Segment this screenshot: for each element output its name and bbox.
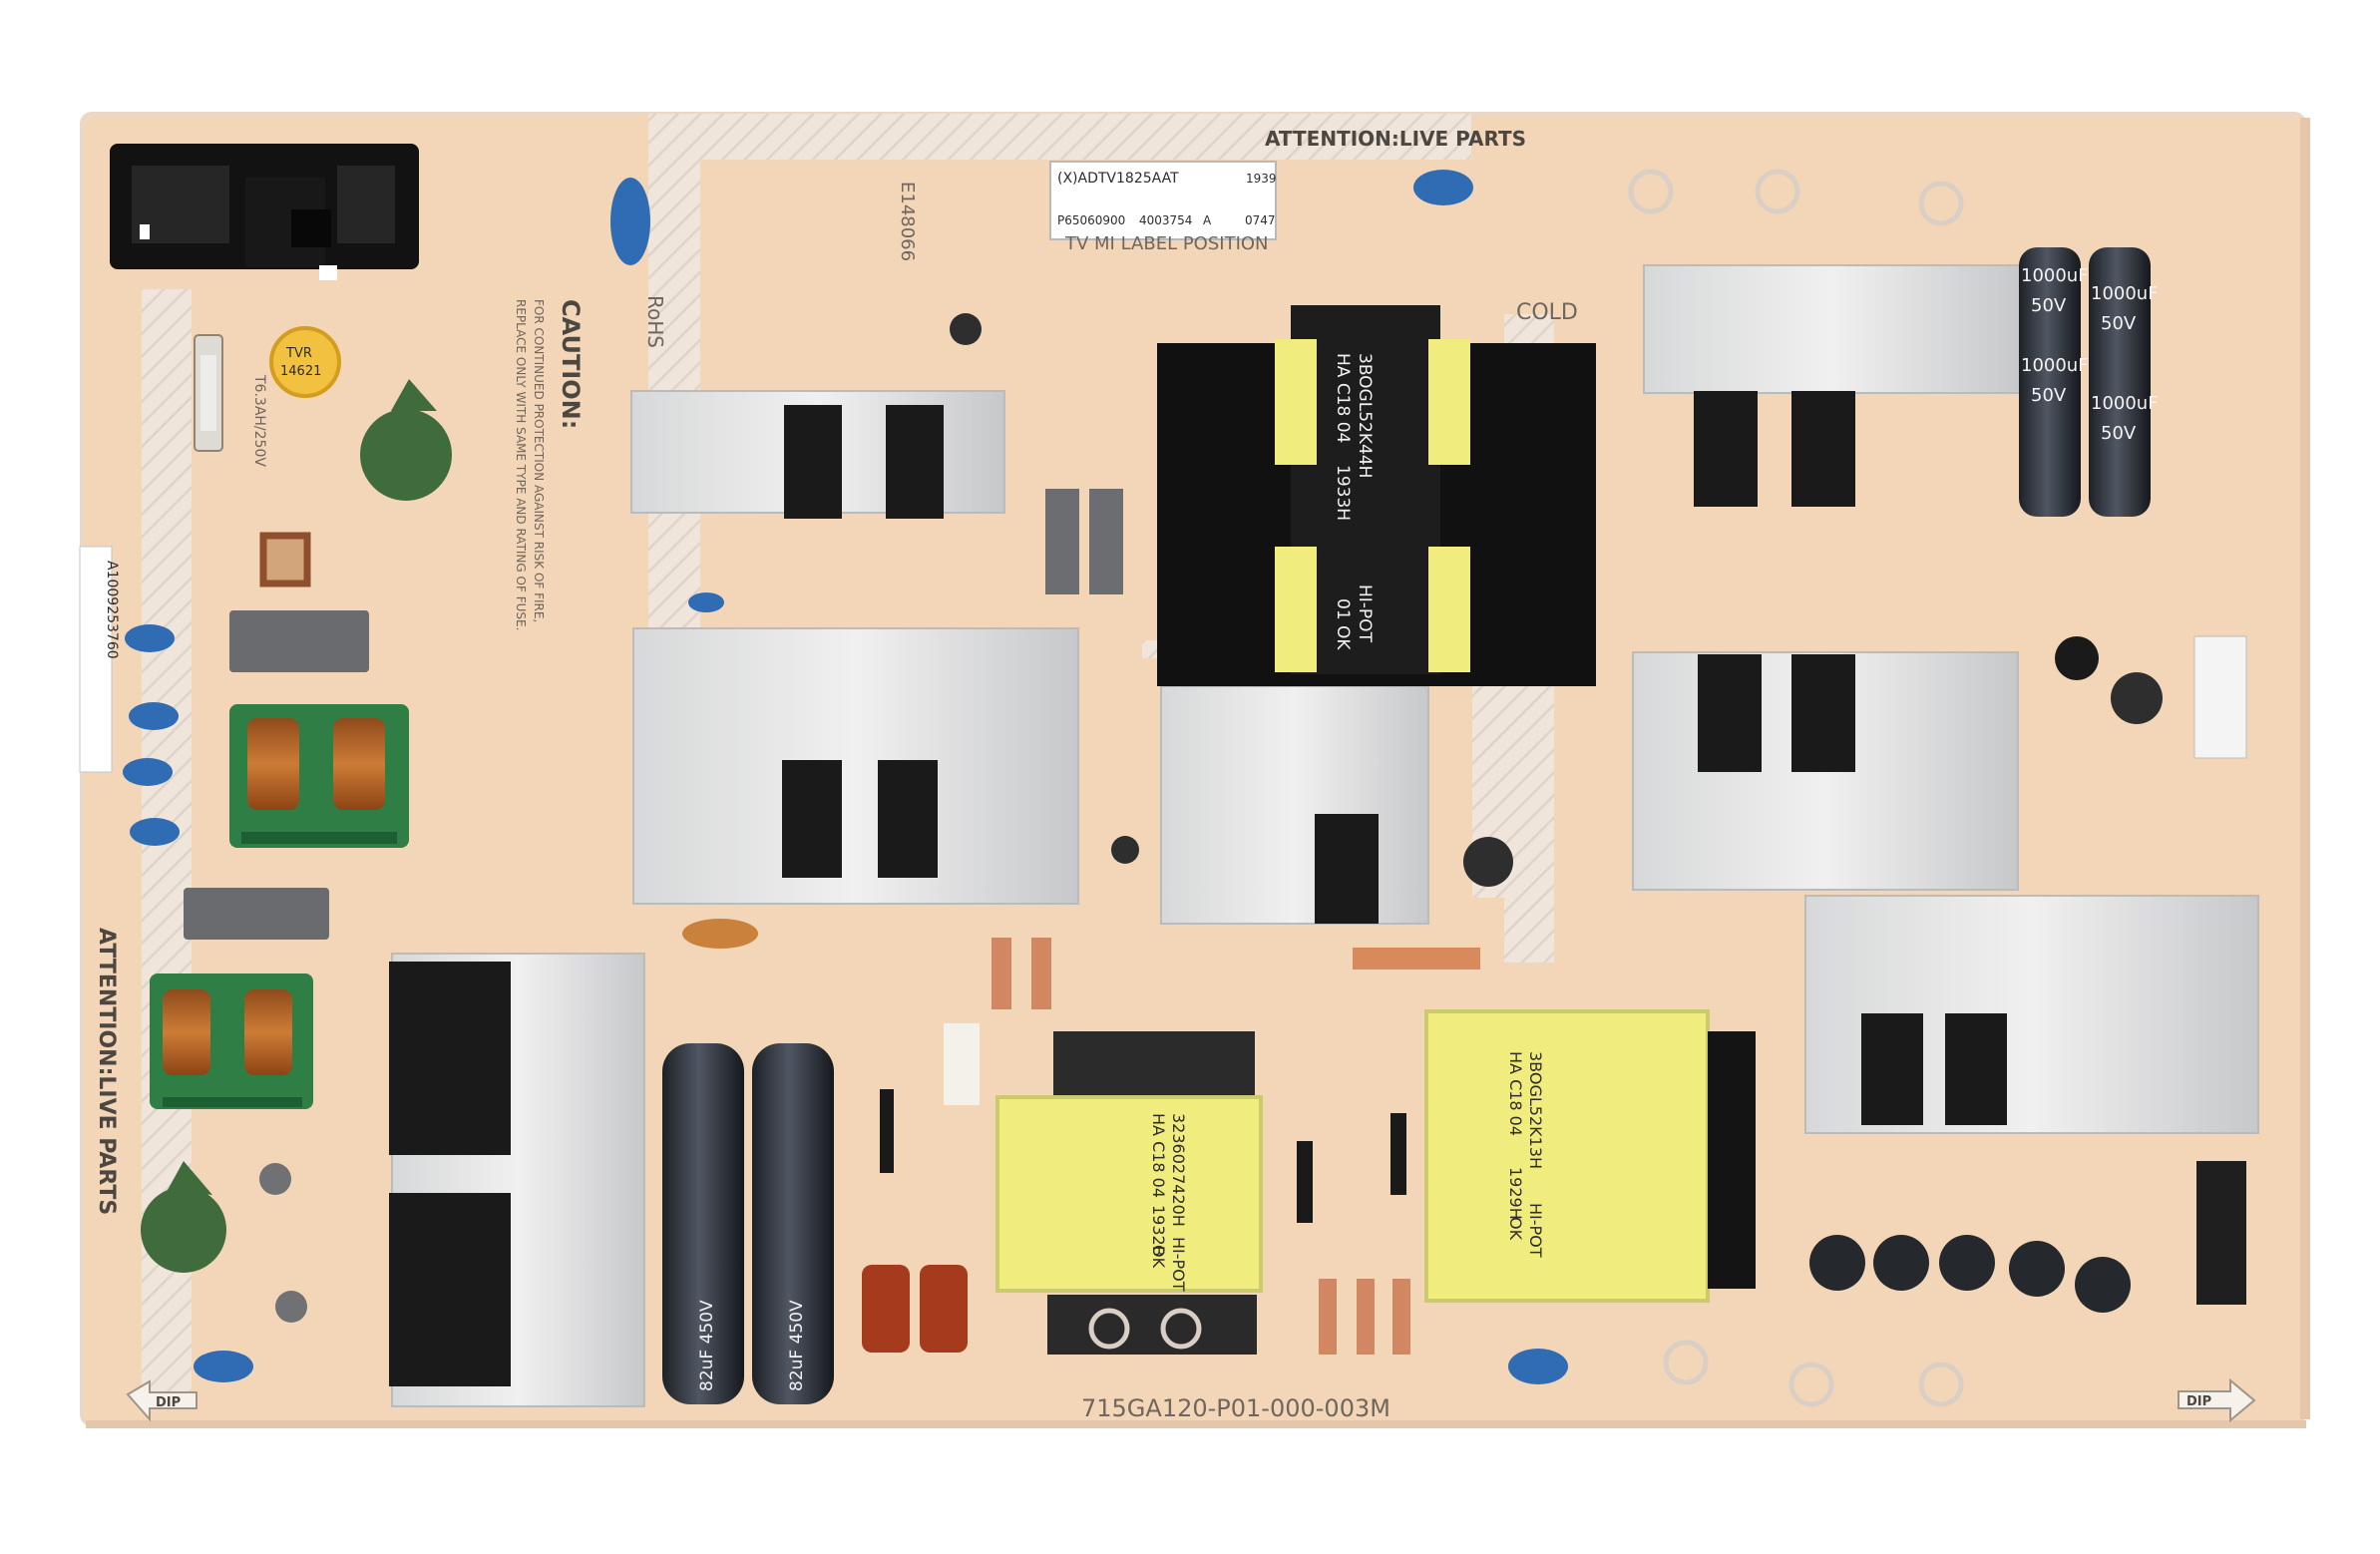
main-transformer-label: 3BOGL52K44H HA C18 04 1933H HI-POT 01 OK xyxy=(1333,353,1375,650)
tvr-varistor xyxy=(269,326,341,398)
y-cap-6 xyxy=(130,818,180,846)
top-attention-label: ATTENTION:LIVE PARTS xyxy=(1265,127,1526,151)
y-cap-1 xyxy=(610,178,650,265)
choke-small xyxy=(259,532,311,587)
svg-text:3BOGL52K44H: 3BOGL52K44H xyxy=(1355,353,1375,478)
fuse-body xyxy=(200,355,216,431)
bulk-cap-right-label: 82uF 450V xyxy=(787,1300,807,1391)
mi-label-line1-left: (X)ADTV1825AAT xyxy=(1057,171,1179,187)
mi-label-line1-right: 1939 xyxy=(1246,172,1277,186)
svg-text:HI-POT: HI-POT xyxy=(1526,1203,1545,1258)
svg-text:HA C18 04: HA C18 04 xyxy=(1333,353,1353,443)
y-cap-8 xyxy=(1508,1349,1568,1384)
bulk-cap-left-label: 82uF 450V xyxy=(697,1300,717,1391)
tvr-line2: 14621 xyxy=(280,364,321,379)
y-cap-4 xyxy=(129,702,179,730)
dip-right-arrow xyxy=(2178,1377,2256,1423)
y-cap-2 xyxy=(1413,170,1473,205)
cap-label-8: 50V xyxy=(2101,423,2137,444)
mi-label-line2-a: P65060900 xyxy=(1057,213,1125,227)
svg-text:01 OK: 01 OK xyxy=(1333,598,1353,650)
standby-transformer-label: 3236027420H HA C18 04 1932B HI-POT OK xyxy=(1149,1113,1188,1292)
rohs-logo-text: RoHS xyxy=(643,295,667,348)
svg-text:HI-POT: HI-POT xyxy=(1355,584,1375,643)
caution-line-1: FOR CONTINUED PROTECTION AGAINST RISK OF… xyxy=(532,299,546,622)
fuse-rating-label: T6.3AH/250V xyxy=(251,374,267,467)
svg-text:OK: OK xyxy=(1506,1217,1525,1241)
isolation-strip-top xyxy=(653,114,1471,160)
y-cap-7 xyxy=(194,1351,253,1382)
output-transformer-label: 3BOGL52K13H HA C18 04 1929H HI-POT OK xyxy=(1506,1051,1545,1258)
caution-title: CAUTION: xyxy=(557,299,585,429)
y-capacitors xyxy=(123,170,1568,1384)
board-shadow-bottom xyxy=(86,1420,2306,1428)
mi-label-line2-c: A xyxy=(1203,213,1212,227)
svg-text:HI-POT: HI-POT xyxy=(1169,1237,1188,1292)
standby-transformer xyxy=(995,1031,1263,1355)
mi-label-box xyxy=(1049,161,1277,240)
cap-label-4: 50V xyxy=(2031,385,2067,406)
left-attention-label: ATTENTION:LIVE PARTS xyxy=(94,928,119,1215)
cap-label-6: 50V xyxy=(2101,313,2137,334)
isolation-strip-vertical-a xyxy=(648,114,700,632)
common-mode-choke-bottom xyxy=(150,973,313,1109)
bulk-cap-left xyxy=(662,1043,744,1404)
tvr-line1: TVR xyxy=(285,346,312,361)
green-thermistor-bottom xyxy=(141,1187,226,1273)
common-mode-choke-top xyxy=(229,704,409,848)
cap-label-7: 1000uF xyxy=(2091,393,2159,414)
right-connector-top xyxy=(2193,635,2247,759)
to220-devices xyxy=(389,391,2007,1386)
board-shadow-right xyxy=(2300,118,2310,1419)
ac-inlet xyxy=(110,144,419,280)
electrolytic-cap-2 xyxy=(2089,247,2151,517)
e-number-text: E148066 xyxy=(897,182,918,261)
x-capacitor-a xyxy=(229,610,369,672)
mi-label-position: TV MI LABEL POSITION xyxy=(1064,233,1269,254)
svg-text:3236027420H: 3236027420H xyxy=(1169,1113,1188,1227)
right-connector-bottom xyxy=(2196,1161,2246,1305)
left-serial-sticker-text: A1009253760 xyxy=(104,561,120,659)
cap-label-5: 1000uF xyxy=(2091,283,2159,304)
svg-text:1932B: 1932B xyxy=(1149,1205,1168,1257)
green-thermistor-leg xyxy=(391,379,437,411)
mounting-holes xyxy=(1088,169,1964,1407)
svg-text:OK: OK xyxy=(1149,1245,1168,1269)
main-transformer xyxy=(1157,305,1596,686)
heatsink-mid-left xyxy=(632,627,1079,905)
mi-label-line2-d: 0747 xyxy=(1245,213,1276,227)
caution-text-block: CAUTION: FOR CONTINUED PROTECTION AGAINS… xyxy=(514,299,585,630)
y-cap-5 xyxy=(123,758,173,786)
heatsink-top-right xyxy=(1643,264,2022,394)
heatsink-mid-center xyxy=(1160,685,1429,925)
electrolytic-cap-1 xyxy=(2019,247,2081,517)
y-cap-3 xyxy=(125,624,175,652)
svg-text:ATTENTION:LIVE PARTS: ATTENTION:LIVE PARTS xyxy=(94,928,119,1215)
y-cap-9 xyxy=(688,592,724,612)
cap-label-3: 1000uF xyxy=(2021,355,2089,376)
part-number: 715GA120-P01-000-003M xyxy=(1081,1394,1390,1422)
svg-text:3BOGL52K13H: 3BOGL52K13H xyxy=(1526,1051,1545,1169)
svg-text:1929H: 1929H xyxy=(1506,1167,1525,1220)
svg-text:1933H: 1933H xyxy=(1333,465,1353,521)
bulk-cap-right xyxy=(752,1043,834,1404)
misc-components xyxy=(259,313,2163,1355)
cold-label: COLD xyxy=(1516,300,1578,325)
mi-label-line2-b: 4003754 xyxy=(1139,213,1192,227)
green-thermistor-top xyxy=(360,409,452,501)
output-capacitors xyxy=(1809,1235,2131,1313)
output-transformer xyxy=(1424,1009,1756,1303)
dip-label-right: DIP xyxy=(2186,1394,2211,1409)
cap-label-2: 50V xyxy=(2031,295,2067,316)
dip-label-left: DIP xyxy=(156,1395,181,1410)
left-serial-sticker xyxy=(79,546,113,773)
green-thermistor-bottom-leg xyxy=(168,1161,212,1195)
svg-text:HA C18 04: HA C18 04 xyxy=(1506,1051,1525,1136)
x-capacitor-b xyxy=(184,888,329,940)
svg-text:HA C18 04: HA C18 04 xyxy=(1149,1113,1168,1198)
caution-line-2: REPLACE ONLY WITH SAME TYPE AND RATING O… xyxy=(514,299,528,630)
cap-label-1: 1000uF xyxy=(2021,265,2089,286)
dip-left-arrow xyxy=(126,1379,198,1422)
